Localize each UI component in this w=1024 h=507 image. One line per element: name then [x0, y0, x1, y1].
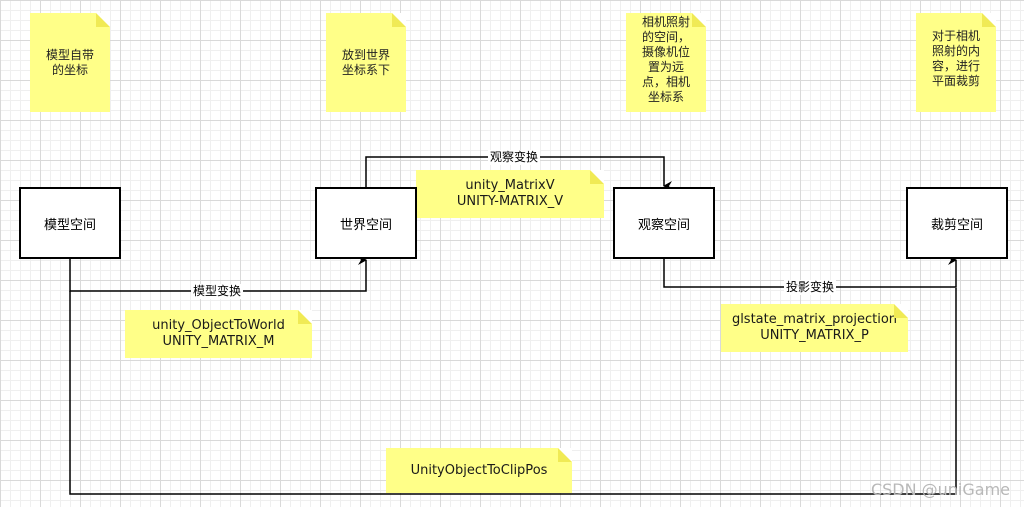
edge-label-view-transform: 观察变换 — [488, 150, 541, 165]
note-matrix-v-text: unity_MatrixV UNITY-MATRIX_V — [456, 178, 564, 209]
note-view-text: 相机照射 的空间， 摄像机位 置为远 点，相机 坐标系 — [641, 15, 690, 104]
note-clip-text: 对于相机 照射的内 容，进行 平面裁剪 — [931, 29, 980, 88]
node-world-space: 世界空间 — [315, 187, 417, 259]
node-clip-space: 裁剪空间 — [906, 187, 1008, 259]
edge-label-projection-transform: 投影变换 — [784, 280, 837, 295]
edge-model-to-clip — [69, 288, 957, 495]
watermark: CSDN @uniGame — [870, 480, 1010, 499]
note-matrix-p-text: glstate_matrix_projection UNITY_MATRIX_P — [731, 312, 898, 343]
note-world: 放到世界 坐标系下 — [326, 13, 406, 112]
note-view: 相机照射 的空间， 摄像机位 置为远 点，相机 坐标系 — [626, 13, 706, 112]
note-clip: 对于相机 照射的内 容，进行 平面裁剪 — [916, 13, 996, 112]
note-matrix-p: glstate_matrix_projection UNITY_MATRIX_P — [721, 304, 908, 352]
node-view-space: 观察空间 — [613, 187, 715, 259]
node-model-space: 模型空间 — [19, 187, 121, 259]
node-world-space-label: 世界空间 — [339, 217, 392, 233]
node-model-space-label: 模型空间 — [43, 217, 96, 233]
note-matrix-m: unity_ObjectToWorld UNITY_MATRIX_M — [125, 310, 312, 358]
note-model: 模型自带 的坐标 — [30, 13, 110, 112]
note-matrix-v: unity_MatrixV UNITY-MATRIX_V — [416, 170, 604, 218]
note-clip-pos-text: UnityObjectToClipPos — [410, 462, 548, 478]
note-matrix-m-text: unity_ObjectToWorld UNITY_MATRIX_M — [152, 318, 285, 349]
node-clip-space-label: 裁剪空间 — [930, 217, 983, 233]
note-model-text: 模型自带 的坐标 — [45, 47, 94, 77]
edge-label-model-transform: 模型变换 — [191, 284, 244, 299]
note-world-text: 放到世界 坐标系下 — [341, 47, 390, 77]
node-view-space-label: 观察空间 — [637, 217, 690, 233]
note-clip-pos: UnityObjectToClipPos — [386, 448, 572, 493]
